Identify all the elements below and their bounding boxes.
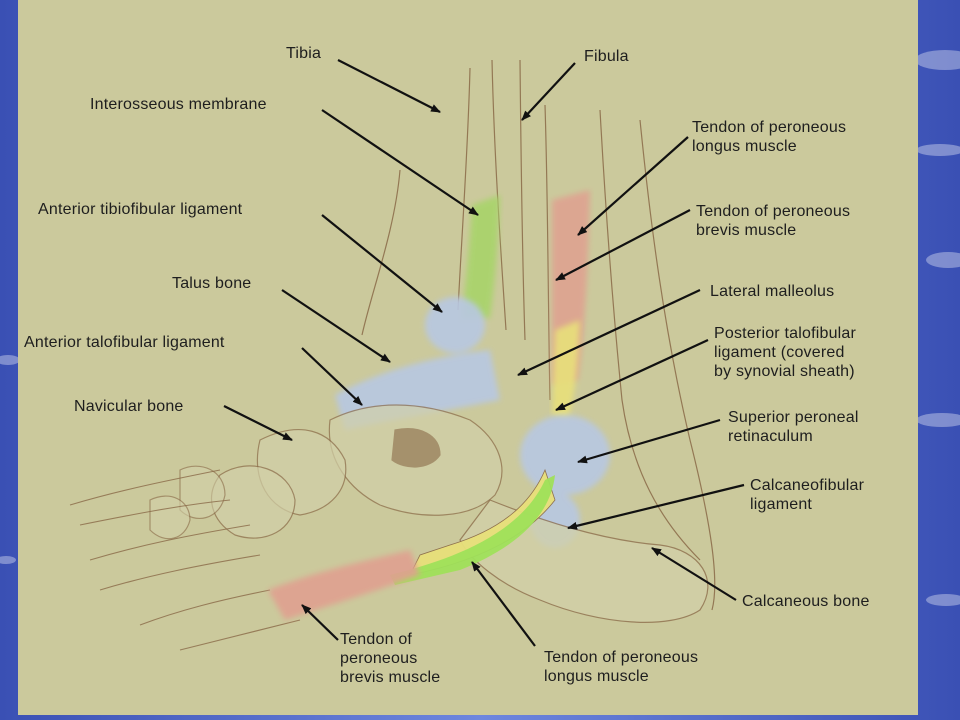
peroneus-longus-upper-shape (552, 320, 580, 420)
label-calcaneous-bone: Calcaneous bone (742, 593, 870, 610)
label-superior-peroneal-retinaculum: Superior peroneal retinaculum (728, 408, 859, 446)
label-line: Tendon of peroneous (692, 119, 847, 136)
label-posterior-talofibular-ligament: Posterior talofibular ligament (covered … (714, 324, 856, 381)
label-tendon-peroneous-longus-top: Tendon of peroneous longus muscle (692, 118, 846, 156)
label-line: ligament (750, 496, 813, 513)
label-line: Posterior talofibular (714, 325, 857, 342)
label-interosseous-membrane: Interosseous membrane (90, 96, 267, 113)
interosseous-membrane-shape (462, 195, 500, 318)
peroneus-brevis-tendon-shape (268, 550, 420, 620)
label-line: longus muscle (692, 138, 797, 155)
label-line: Superior peroneal (728, 409, 859, 426)
label-line: brevis muscle (340, 669, 441, 686)
label-talus-bone: Talus bone (172, 275, 252, 292)
label-anterior-tibiofibular-ligament: Anterior tibiofibular ligament (38, 201, 243, 218)
label-line: longus muscle (544, 668, 649, 685)
label-line: Tendon of peroneous (696, 203, 851, 220)
label-navicular-bone: Navicular bone (74, 398, 184, 415)
leg-bones (361, 59, 716, 611)
label-tendon-peroneous-longus-bottom: Tendon of peroneous longus muscle (544, 648, 698, 686)
label-line: Tendon of peroneous (544, 649, 699, 666)
label-line: retinaculum (728, 428, 813, 445)
label-calcaneofibular-ligament: Calcaneofibular ligament (750, 476, 864, 514)
label-fibula: Fibula (584, 48, 629, 65)
label-tendon-peroneous-brevis-bottom: Tendon of peroneous brevis muscle (340, 630, 440, 687)
label-line: peroneous (340, 650, 418, 667)
metatarsals (69, 469, 301, 651)
label-tendon-peroneous-brevis-top: Tendon of peroneous brevis muscle (696, 202, 850, 240)
label-lateral-malleolus: Lateral malleolus (710, 283, 835, 300)
label-tibia: Tibia (286, 45, 322, 62)
label-line: ligament (covered (714, 344, 845, 361)
label-line: Calcaneofibular (750, 477, 865, 494)
label-line: by synovial sheath) (714, 363, 855, 380)
label-anterior-talofibular-ligament: Anterior talofibular ligament (24, 334, 225, 351)
label-line: brevis muscle (696, 222, 797, 239)
label-line: Tendon of (340, 631, 413, 648)
label-arrows (223, 59, 745, 647)
